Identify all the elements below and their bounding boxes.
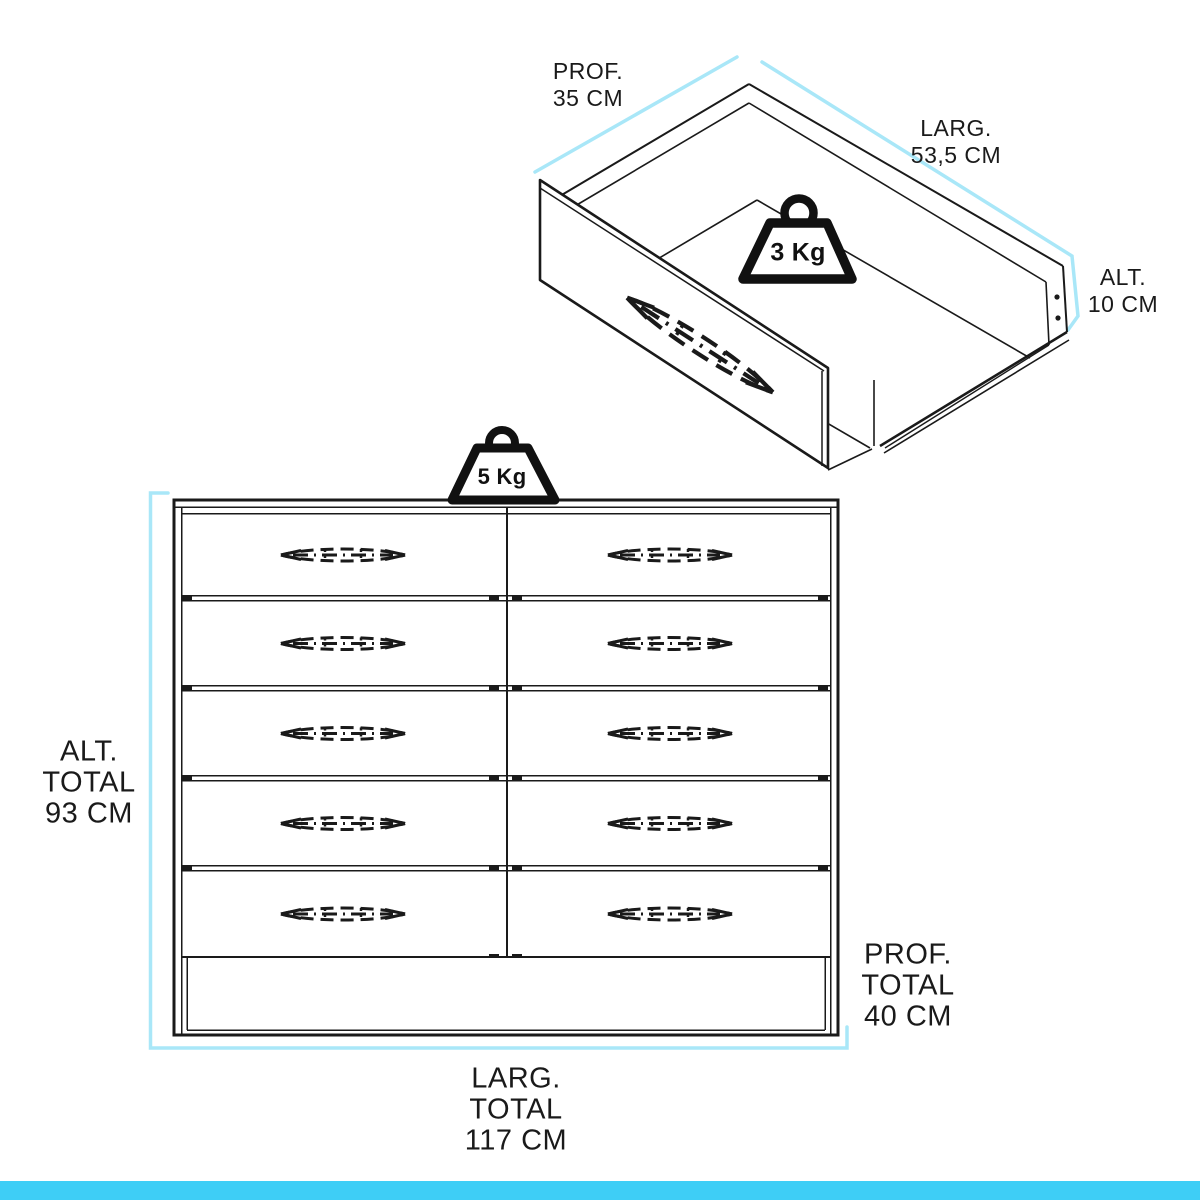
dresser-total-width-label: LARG. TOTAL 117 CM [464, 1062, 568, 1157]
drawer-height-line2: 10 CM [1087, 291, 1159, 317]
drawer-detail-dimension-lines [533, 55, 1080, 332]
dresser-total-depth-label: PROF. TOTAL 40 CM [861, 938, 955, 1033]
drawer-max-load-label: 3 Kg [770, 238, 826, 267]
weight-3kg-icon [738, 194, 857, 284]
drawer-width-line2: 53,5 CM [910, 142, 1002, 168]
drawer-height-line1: ALT. [1099, 264, 1147, 290]
total-depth-line1: PROF. [864, 938, 952, 971]
dresser-max-load-label: 5 Kg [477, 464, 527, 489]
weight-5kg-icon [447, 426, 560, 505]
total-height-line3: 93 CM [45, 797, 133, 830]
total-height-line1: ALT. [60, 735, 118, 768]
total-width-line3: 117 CM [464, 1124, 568, 1157]
drawer-height-label: ALT. 10 CM [1088, 264, 1158, 318]
drawer-depth-line2: 35 CM [552, 85, 624, 111]
total-width-line2: TOTAL [469, 1093, 563, 1126]
total-width-line1: LARG. [471, 1062, 561, 1095]
dresser-plinth [186, 957, 826, 1031]
total-height-line2: TOTAL [42, 766, 136, 799]
total-depth-line3: 40 CM [864, 1000, 952, 1033]
total-depth-line2: TOTAL [861, 969, 955, 1002]
drawer-depth-label: PROF. 35 CM [553, 58, 623, 112]
accent-bar [0, 1181, 1200, 1200]
depth-dimension-line [533, 55, 739, 174]
drawer-runner-marks [182, 595, 828, 958]
dresser-front-drawing [172, 498, 840, 1037]
drawer-depth-line1: PROF. [552, 58, 624, 84]
height-width-dimension-bracket [148, 491, 849, 1050]
drawer-width-label: LARG. 53,5 CM [911, 115, 1001, 169]
width-height-dimension-line [760, 60, 1080, 332]
dresser-total-height-label: ALT. TOTAL 93 CM [42, 735, 136, 830]
drawer-width-line1: LARG. [920, 115, 992, 141]
dresser-dimension-lines [148, 491, 849, 1050]
